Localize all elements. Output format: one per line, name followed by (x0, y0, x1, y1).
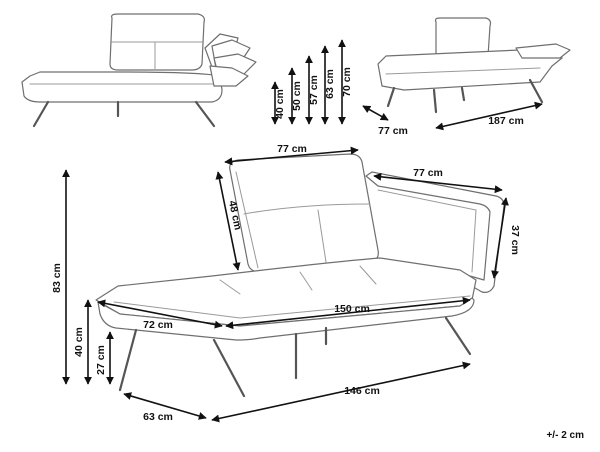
main-sofa-view (95, 153, 505, 398)
label-total-height: 83 cm (51, 263, 63, 293)
label-flat-width: 77 cm (378, 125, 408, 137)
tolerance-note: +/- 2 cm (546, 430, 584, 441)
label-seat-depth: 72 cm (143, 319, 173, 331)
label-side-h2: 50 cm (291, 81, 303, 111)
label-side-h3: 57 cm (308, 75, 320, 105)
label-arm-length: 77 cm (413, 167, 443, 179)
label-leg-height: 27 cm (95, 345, 107, 375)
main-dimensions: 77 cm 48 cm 77 cm 37 cm 83 cm 40 cm 27 c… (51, 143, 521, 423)
label-flat-length: 187 cm (488, 115, 524, 127)
label-seat-height: 40 cm (73, 327, 85, 357)
label-side-h5: 70 cm (341, 67, 353, 97)
label-base-depth: 63 cm (143, 411, 173, 423)
label-side-h4: 63 cm (324, 69, 336, 99)
armrest-height-dimensions: 40 cm 50 cm 57 cm 63 cm 70 cm (271, 39, 353, 125)
label-base-length: 146 cm (344, 385, 380, 397)
label-side-h1: 40 cm (274, 89, 286, 119)
label-back-width: 77 cm (277, 143, 307, 155)
side-view-sofa (21, 13, 257, 128)
flat-bed-dimensions: 77 cm 187 cm (362, 101, 543, 137)
label-seat-length: 150 cm (334, 303, 370, 315)
flat-bed-view (377, 17, 571, 114)
label-arm-height: 37 cm (509, 225, 521, 255)
